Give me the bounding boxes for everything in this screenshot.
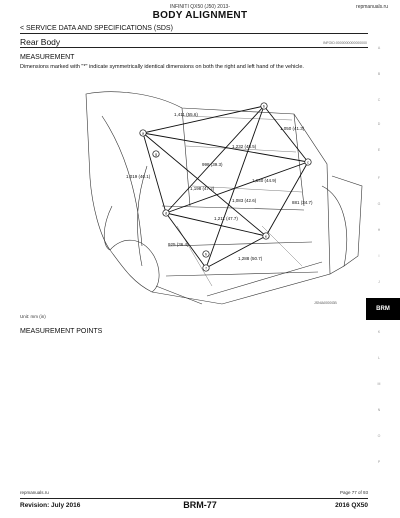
sidebar-letter-g[interactable]: G [377,202,381,206]
dimension-label-cd: 1,140 (44.9) [252,178,277,183]
sidebar-letter-p[interactable]: P [377,460,381,464]
point-marker-a: a [142,131,145,136]
sidebar-letter-n[interactable]: N [377,408,381,412]
sidebar-letter-d[interactable]: D [377,122,381,126]
dimension-label-bc: 1,050 (41.3) [280,126,305,131]
page-code: BRM-77 [183,500,217,510]
site-watermark-bottom: repmanuals.ru [20,490,49,495]
model-year: 2016 QX50 [335,502,368,509]
sidebar-letter-o[interactable]: O [377,434,381,438]
sidebar-letter-i[interactable]: I [378,254,380,258]
sidebar-letter-l[interactable]: L [378,356,380,360]
sidebar-letter-a[interactable]: A [377,46,381,50]
subsection-divider [20,47,368,48]
section-divider [20,33,368,34]
dimension-label-df: 925 (36.4) [168,242,189,247]
dimension-label-ad: 1,019 (40.1) [126,174,151,179]
dimension-label-de: 1,211 (47.7) [214,216,238,221]
measurement-points-heading: MEASUREMENT POINTS [20,328,103,335]
dimension-label-ef: 1,288 (50.7) [238,256,263,261]
sidebar-letter-e[interactable]: E [377,148,381,152]
page-number: Page 77 of 93 [339,490,368,495]
point-marker-c: c [307,160,309,165]
point-marker-f: f [205,266,207,271]
site-watermark-top: repmanuals.ru [356,4,388,10]
revision-date: Revision: July 2016 [20,502,81,509]
document-id: INFINITI QX50 (J50) 2013- [169,4,231,10]
figure-code: JSNIA0000GB [314,301,337,305]
dimension-label-ae: 1,198 (47.2) [190,186,215,191]
measurement-heading: MEASUREMENT [20,54,75,61]
subsection-title: Rear Body [20,37,61,47]
dimension-label-ab: 1,411 (55.6) [174,112,198,117]
point-marker-e: e [265,234,268,239]
section-link[interactable]: < SERVICE DATA AND SPECIFICATIONS (SDS) [20,25,173,32]
info-id: INFOID:0000000000000000 [323,41,367,45]
sidebar-letter-h[interactable]: H [377,228,381,232]
dimension-label-ac: 1,232 (48.5) [232,144,257,149]
sidebar-letter-f[interactable]: F [377,176,381,180]
sidebar-letter-m[interactable]: M [377,382,381,386]
footer-divider [20,498,368,499]
unit-note: Unit: mm (in) [20,314,46,319]
point-marker-d: d [165,211,167,216]
sidebar-tab-brm[interactable]: BRM [366,298,400,320]
page-title: BODY ALIGNMENT [152,10,248,21]
dimension-label-bd: 998 (39.3) [202,162,223,167]
point-marker-b: b [263,104,266,109]
dimension-label-bf: 1,083 (42.6) [232,198,257,203]
dimension-label-ce: 881 (34.7) [292,200,313,205]
point-marker-g: g [155,152,157,157]
point-marker-h: h [205,252,207,257]
sidebar-letter-c[interactable]: C [377,98,381,102]
sidebar-letter-b[interactable]: B [377,72,381,76]
sidebar-letter-k[interactable]: K [377,330,381,334]
measurement-note: Dimensions marked with "*" indicate symm… [20,64,304,70]
rear-body-diagram: 1,411 (55.6) 1,050 (41.3) 1,232 (48.5) 1… [82,86,370,314]
sidebar-letter-j[interactable]: J [378,280,380,284]
